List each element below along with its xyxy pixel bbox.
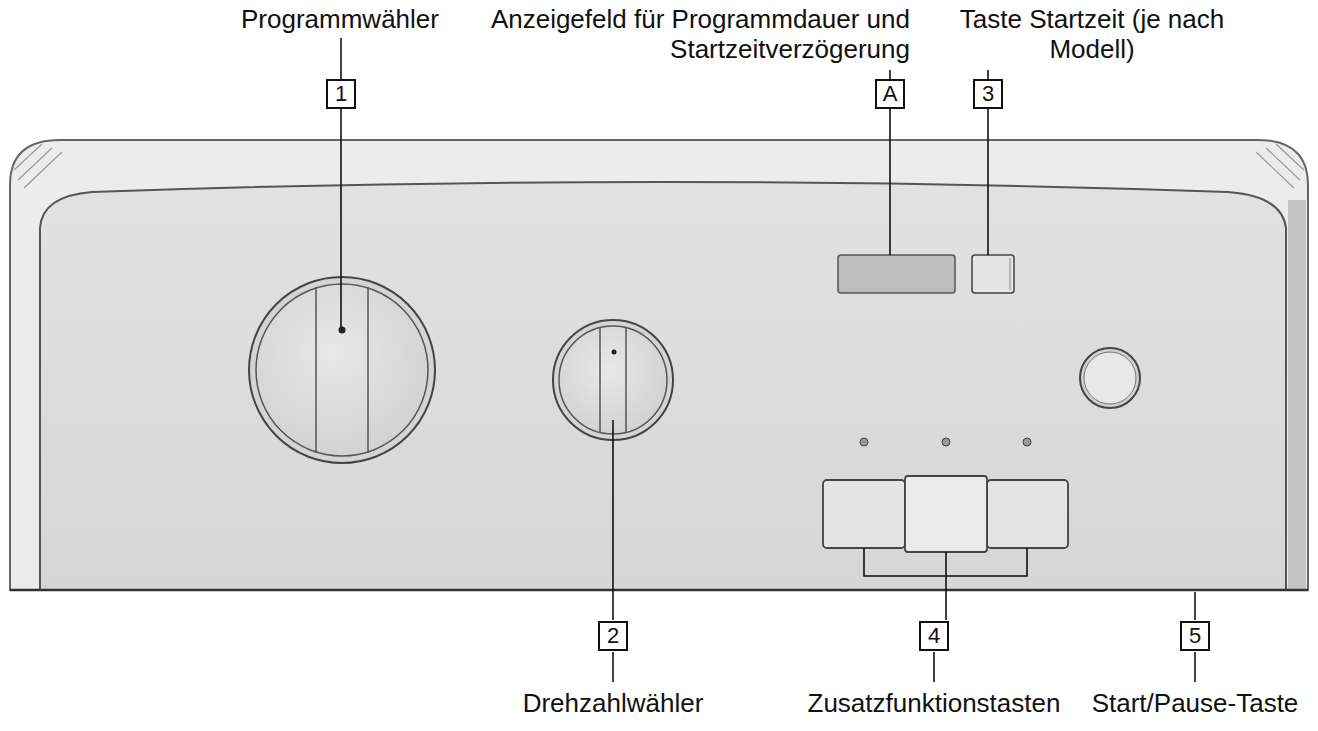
callout-box: 4 [919,621,949,651]
callout-number: 1 [333,81,349,107]
housing [10,140,1308,590]
part-label: Programmwähler [241,4,341,34]
part-label: Taste Startzeit (je nach Modell) [957,4,1227,64]
program-knob [249,277,435,463]
callout-box: 5 [1180,621,1210,651]
display-field [838,255,955,293]
callout-box: A [875,79,905,109]
start-pause-button [1080,348,1140,408]
panel-bottom-edge [10,589,1308,592]
button-shade [1010,258,1011,290]
part-label: Zusatzfunktionstasten [808,688,1061,718]
start-time-button [972,255,1014,293]
callout-number: 5 [1187,623,1203,649]
part-label: Start/Pause-Taste [1092,688,1299,718]
part-label: Anzeigefeld für Programmdauer und Startz… [420,4,910,64]
side-strip [1288,200,1306,590]
part-label: Drehzahlwähler [523,688,704,718]
leader-lines [341,38,1195,682]
callout-number: 2 [605,623,621,649]
callout-number: 4 [926,623,942,649]
option-buttons [823,476,1068,552]
callout-box: 1 [326,79,356,109]
callout-number: A [882,81,898,107]
callout-box: 3 [973,79,1003,109]
callout-number: 3 [980,81,996,107]
callout-box: 2 [598,621,628,651]
led-indicators [860,438,1031,446]
panel-face [40,182,1286,590]
